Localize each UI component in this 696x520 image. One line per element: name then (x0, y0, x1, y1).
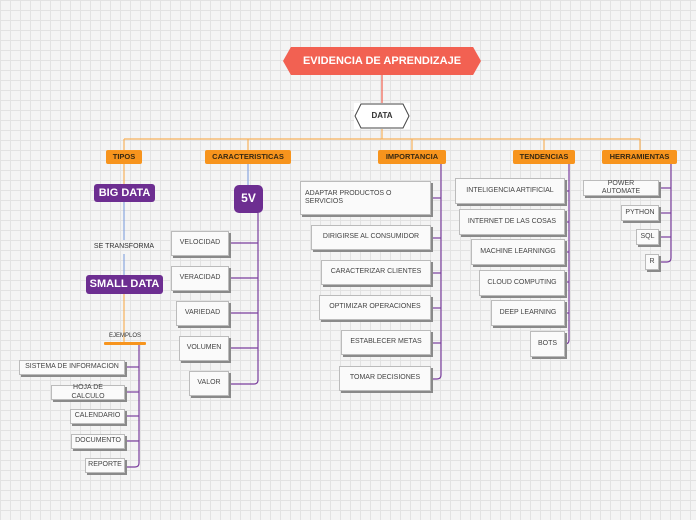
tendencia-item[interactable]: INTELIGENCIA ARTIFICIAL (455, 178, 565, 204)
herramienta-item[interactable]: SQL (636, 229, 659, 245)
herramienta-item[interactable]: R (645, 254, 659, 270)
tendencia-item[interactable]: DEEP LEARNING (491, 300, 565, 326)
root-topic-data[interactable]: DATA (354, 103, 410, 129)
se-transforma-label[interactable]: SE TRANSFORMA (93, 242, 155, 250)
category-tendencias[interactable]: TENDENCIAS (513, 150, 575, 164)
tipos-example-item[interactable]: REPORTE (85, 458, 125, 473)
caracteristica-item[interactable]: VOLUMEN (179, 336, 229, 361)
caracteristica-item[interactable]: VALOR (189, 371, 229, 396)
category-importancia[interactable]: IMPORTANCIA (378, 150, 446, 164)
importancia-item[interactable]: OPTIMIZAR OPERACIONES (319, 295, 431, 320)
caracteristica-item[interactable]: VARIEDAD (176, 301, 229, 326)
importancia-item[interactable]: TOMAR DECISIONES (339, 366, 431, 391)
ejemplos-underline (104, 342, 146, 345)
caracteristica-item[interactable]: VELOCIDAD (171, 231, 229, 256)
tipos-example-item[interactable]: DOCUMENTO (71, 434, 125, 449)
big-data-node[interactable]: BIG DATA (94, 184, 155, 202)
tendencia-item[interactable]: INTERNET DE LAS COSAS (459, 209, 565, 235)
caracteristica-item[interactable]: VERACIDAD (171, 266, 229, 291)
importancia-item[interactable]: ADAPTAR PRODUCTOS O SERVICIOS (300, 181, 431, 215)
importancia-item[interactable]: ESTABLECER METAS (341, 330, 431, 355)
hexagon-shape (354, 103, 410, 129)
ejemplos-label[interactable]: EJEMPLOS (108, 333, 141, 340)
tendencia-item[interactable]: MACHINE LEARNINGG (471, 239, 565, 265)
importancia-item[interactable]: DIRIGIRSE AL CONSUMIDOR (311, 225, 431, 250)
tendencia-item[interactable]: CLOUD COMPUTING (479, 270, 565, 296)
tipos-example-item[interactable]: CALENDARIO (70, 409, 125, 424)
category-herramientas[interactable]: HERRAMIENTAS (602, 150, 677, 164)
category-caracteristicas[interactable]: CARACTERISTICAS (205, 150, 291, 164)
herramienta-item[interactable]: PYTHON (621, 205, 659, 221)
five-v-node[interactable]: 5V (234, 185, 263, 213)
small-data-node[interactable]: SMALL DATA (86, 275, 163, 294)
herramienta-item[interactable]: POWER AUTOMATE (583, 180, 659, 196)
tipos-example-item[interactable]: SISTEMA DE INFORMACION (19, 360, 125, 375)
root-topic-label: DATA (371, 111, 393, 121)
category-tipos[interactable]: TIPOS (106, 150, 142, 164)
central-topic[interactable]: EVIDENCIA DE APRENDIZAJE (283, 47, 481, 75)
importancia-item[interactable]: CARACTERIZAR CLIENTES (321, 260, 431, 285)
tendencia-item[interactable]: BOTS (530, 331, 565, 357)
tipos-example-item[interactable]: HOJA DE CALCULO (51, 384, 125, 400)
